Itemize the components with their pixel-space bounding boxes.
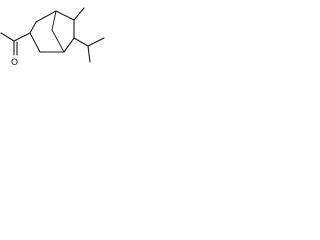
bridge-bond-2 <box>51 29 65 53</box>
bicyclic-ring <box>29 10 75 53</box>
ring-bond-2 <box>35 10 57 23</box>
bond-isopropyl-methyl-1 <box>87 37 105 47</box>
ring-bond-3 <box>55 10 75 21</box>
molecule-structure-diagram: O <box>0 7 105 68</box>
bridge-bond-1 <box>51 10 57 31</box>
bond-carbonyl-ring <box>13 32 31 42</box>
acetyl-group: O <box>0 32 31 68</box>
methyl-group <box>73 7 85 21</box>
bond-ring-methyl <box>73 7 85 21</box>
ring-bond-1 <box>29 21 37 34</box>
bond-isopropyl-methyl-2 <box>87 45 91 63</box>
ring-bond-7 <box>29 32 41 53</box>
bond-methyl-carbonyl <box>0 32 15 42</box>
bond-ring-isopropyl <box>73 37 89 47</box>
ring-bond-5 <box>63 37 75 53</box>
oxygen-atom-label: O <box>11 58 18 68</box>
isopropyl-group <box>73 37 105 63</box>
